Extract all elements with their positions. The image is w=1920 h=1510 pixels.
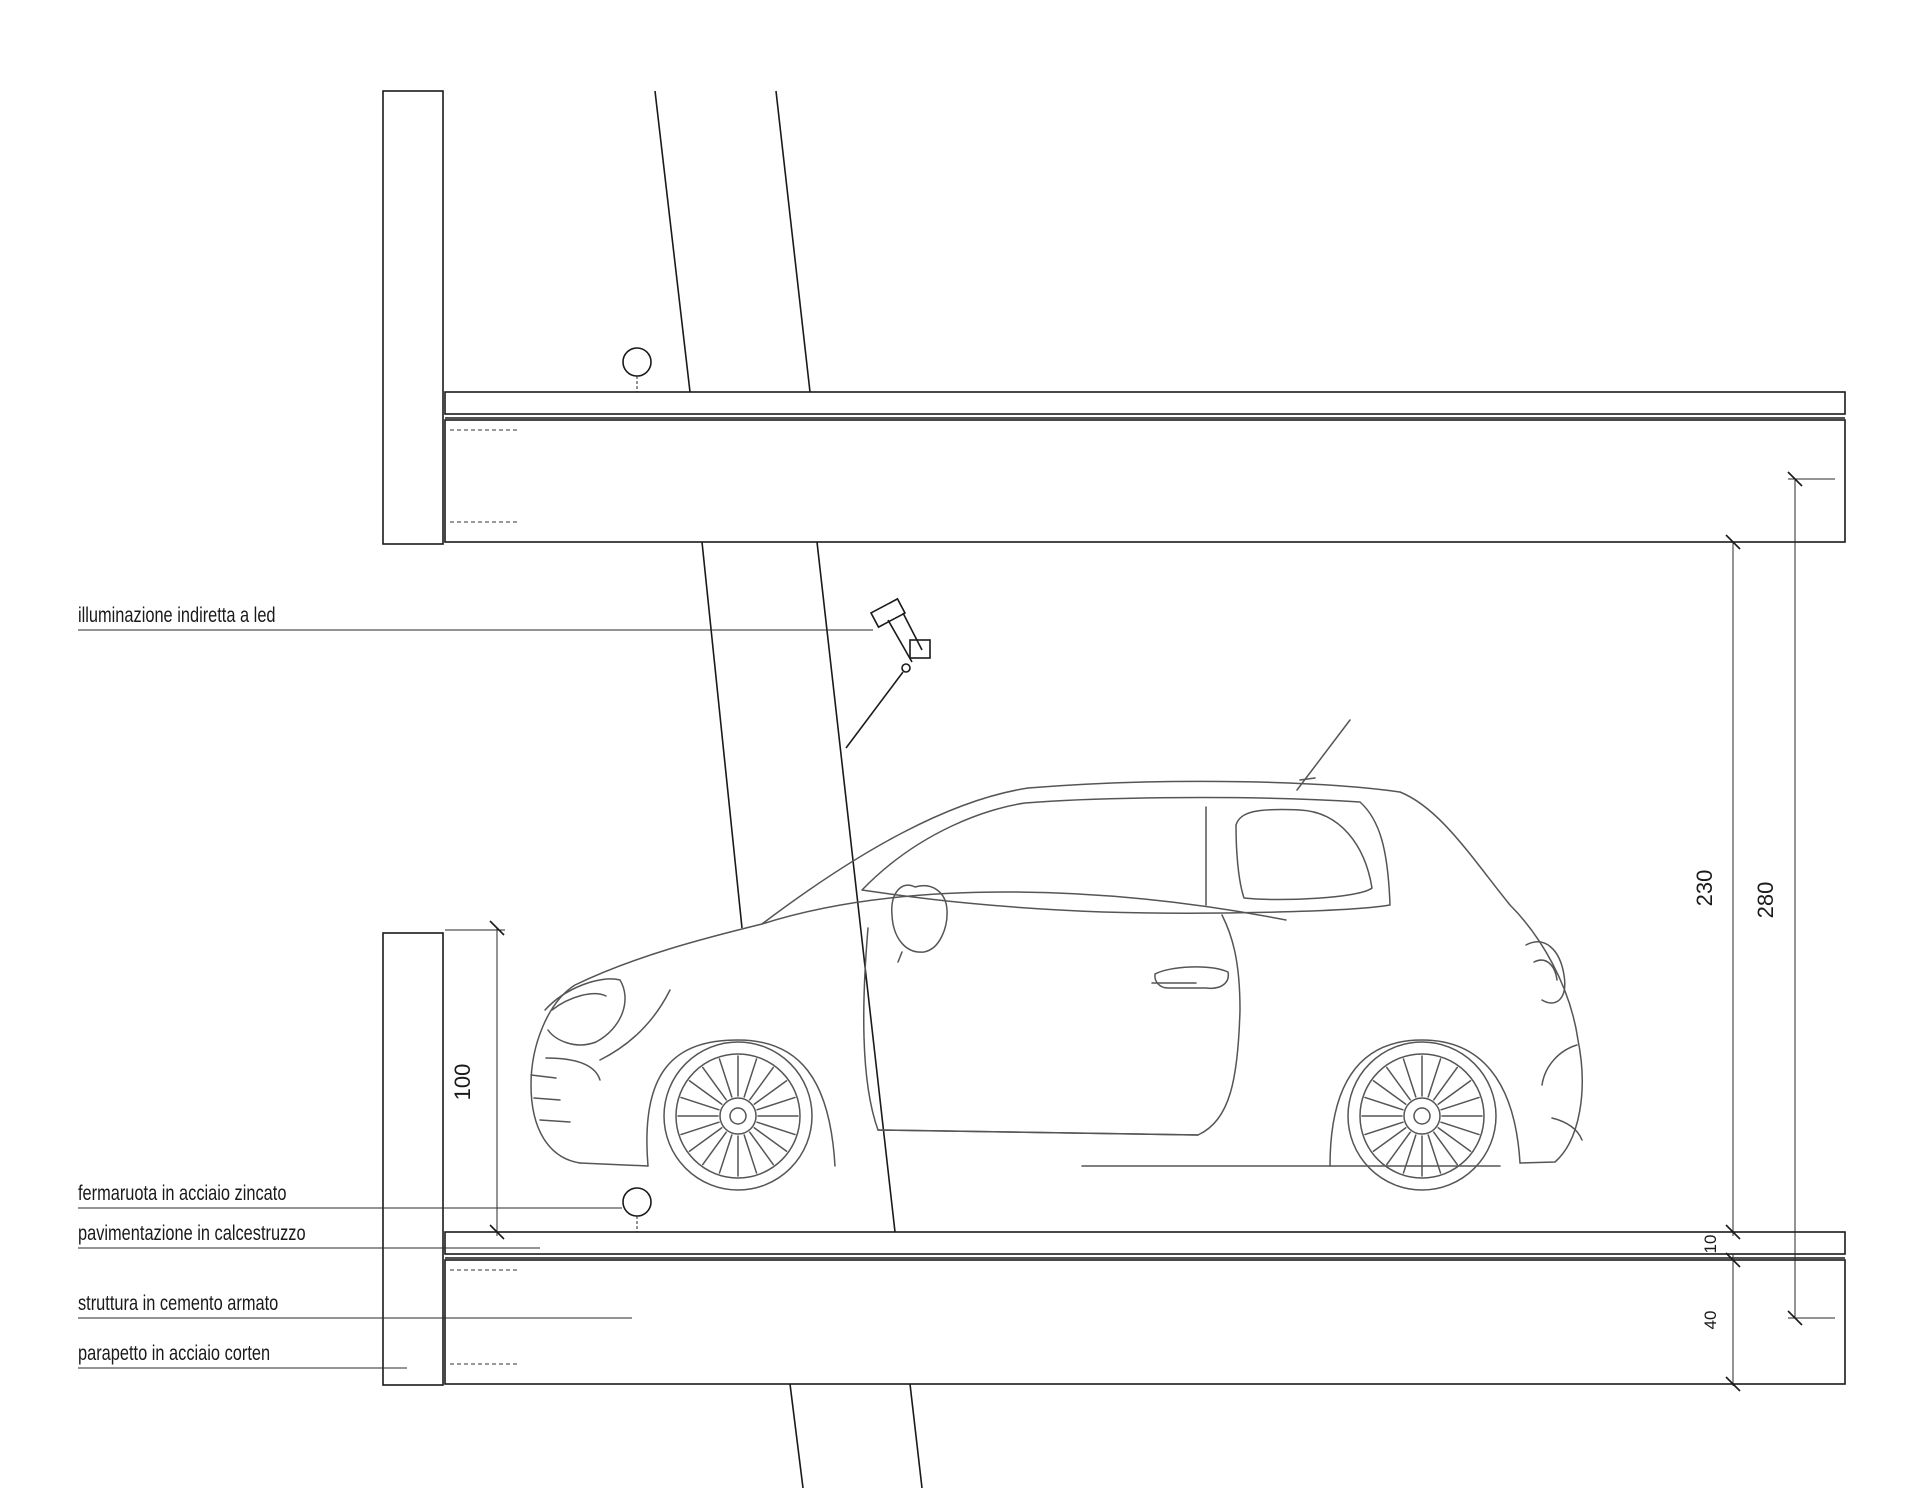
wheel-stop-upper: [622, 347, 652, 392]
lower-parapet: [382, 932, 444, 1386]
wheel-spoke: [718, 1134, 733, 1174]
dim-floor-height: 280: [1753, 882, 1778, 919]
dim-parapet-height: 100: [450, 1064, 475, 1101]
wheel-spoke: [749, 1131, 775, 1166]
dim-clear-height: 230: [1692, 870, 1717, 907]
wheel-spoke: [1372, 1127, 1407, 1153]
wheel-spoke: [1433, 1131, 1459, 1166]
upper-parapet: [382, 90, 444, 545]
upper-slab: [444, 391, 1846, 543]
wheel-spoke: [1402, 1058, 1417, 1098]
wheel-spoke: [688, 1079, 723, 1105]
wheel-spoke: [1427, 1134, 1442, 1174]
dim-paving-thickness: 10: [1701, 1235, 1720, 1254]
wheel-spoke: [1364, 1096, 1404, 1111]
car-elevation: [530, 719, 1583, 1191]
wheel-spoke: [718, 1058, 733, 1098]
wheel-spoke: [688, 1127, 723, 1153]
wheel-spoke: [1437, 1079, 1472, 1105]
label-wheel-stop: fermaruota in acciaio zincato: [78, 1181, 286, 1204]
wheel-spoke: [1427, 1058, 1442, 1098]
wheel-spoke: [1440, 1096, 1480, 1111]
wheel-spoke: [753, 1127, 788, 1153]
label-led-lighting: illuminazione indiretta a led: [78, 603, 276, 626]
wheel-spoke: [1433, 1066, 1459, 1101]
label-corten-parapet: parapetto in acciaio corten: [78, 1341, 270, 1364]
wheel-spoke: [701, 1066, 727, 1101]
wheel-spoke: [1364, 1121, 1404, 1136]
wheel-spoke: [749, 1066, 775, 1101]
label-concrete-paving: pavimentazione in calcestruzzo: [78, 1221, 306, 1244]
wheel-spoke: [1437, 1127, 1472, 1153]
wheel-spoke: [743, 1134, 758, 1174]
wheel-spoke: [1402, 1134, 1417, 1174]
wheel-spoke: [1385, 1131, 1411, 1166]
wheel-spoke: [756, 1121, 796, 1136]
wheel-spoke: [753, 1079, 788, 1105]
led-fixture: [845, 597, 931, 749]
label-reinforced-concrete: struttura in cemento armato: [78, 1291, 278, 1314]
wheel-spoke: [1372, 1079, 1407, 1105]
wheel-spoke: [1385, 1066, 1411, 1101]
wheel-stop-lower: [622, 1187, 652, 1232]
dim-slab-thickness: 40: [1701, 1311, 1720, 1330]
wheel-spoke: [1440, 1121, 1480, 1136]
lower-slab: [444, 1231, 1846, 1385]
wheel-spoke: [680, 1096, 720, 1111]
inclined-column: [654, 90, 923, 1489]
wheel-spoke: [756, 1096, 796, 1111]
dimension-lines: [445, 471, 1835, 1392]
wheel-spoke: [743, 1058, 758, 1098]
wheel-spoke: [701, 1131, 727, 1166]
leader-lines: [78, 629, 873, 1369]
wheel-spoke: [680, 1121, 720, 1136]
